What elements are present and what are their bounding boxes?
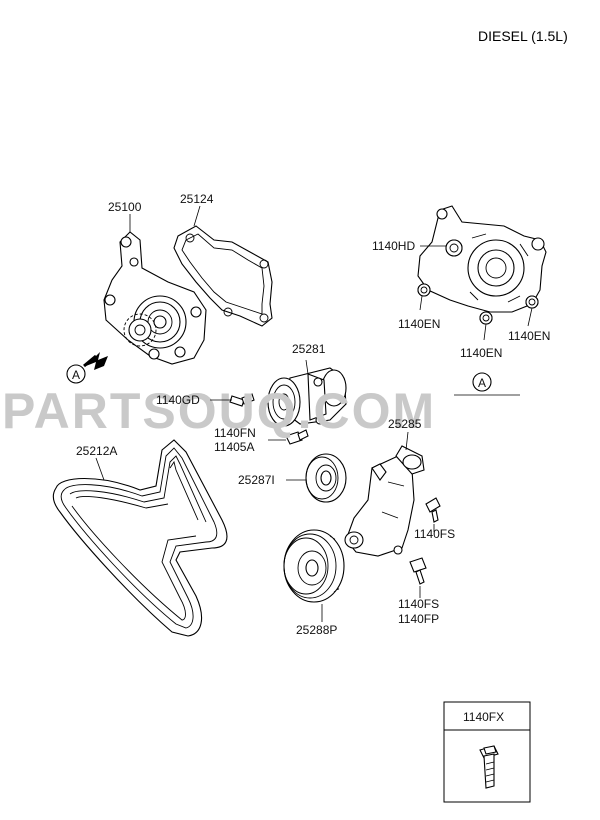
view-marker-right-letter: A — [478, 376, 486, 390]
label-25124: 25124 — [180, 192, 214, 206]
label-1140FS-lower: 1140FS — [398, 597, 439, 611]
water-pump-25100[interactable] — [103, 231, 207, 365]
idler-pulley-25287I[interactable] — [305, 453, 347, 503]
label-1140FS-upper: 1140FS — [414, 527, 455, 541]
bolt-1140FN[interactable] — [285, 429, 309, 445]
view-a-arrow — [83, 352, 108, 370]
label-1140EN-right: 1140EN — [508, 329, 550, 343]
label-25288P: 25288P — [296, 623, 337, 637]
label-1140EN-mid: 1140EN — [460, 346, 502, 360]
view-marker-right: A — [454, 372, 520, 396]
bolt-1140FX-icon — [479, 745, 499, 789]
label-11405A: 11405A — [214, 440, 254, 454]
label-25285: 25285 — [388, 417, 422, 431]
label-25100: 25100 — [108, 200, 142, 214]
leader-lines — [95, 205, 533, 622]
ring-1140EN-left[interactable] — [417, 283, 431, 297]
legend-box-label: 1140FX — [463, 710, 504, 724]
pulley-25288P[interactable] — [283, 529, 345, 603]
label-25281: 25281 — [292, 342, 326, 356]
ring-1140HD[interactable] — [445, 239, 463, 257]
label-25287I: 25287I — [238, 473, 275, 487]
label-25212A: 25212A — [76, 444, 117, 458]
belt-25212A[interactable] — [52, 439, 228, 637]
label-1140EN-left: 1140EN — [398, 317, 440, 331]
legend-box-1140FX: 1140FX — [443, 701, 531, 803]
bolt-1140FS-lower[interactable] — [409, 557, 427, 585]
ring-1140EN-right[interactable] — [525, 295, 539, 309]
watermark: PARTSOUQ.COM — [2, 383, 436, 439]
diagram-title: DIESEL (1.5L) — [478, 28, 568, 44]
label-1140FN: 1140FN — [214, 426, 256, 440]
ring-1140EN-mid[interactable] — [479, 311, 493, 325]
bolt-1140FS-upper[interactable] — [425, 497, 441, 523]
view-marker-left: A — [66, 364, 86, 384]
water-pump-housing[interactable] — [417, 205, 547, 325]
tensioner-25281[interactable] — [267, 367, 347, 427]
gasket-25124[interactable] — [173, 225, 273, 327]
label-1140FP: 1140FP — [398, 612, 439, 626]
label-1140GD: 1140GD — [156, 393, 200, 407]
bracket-25285[interactable] — [344, 445, 425, 557]
label-1140HD: 1140HD — [372, 239, 415, 253]
view-marker-left-letter: A — [72, 368, 80, 382]
